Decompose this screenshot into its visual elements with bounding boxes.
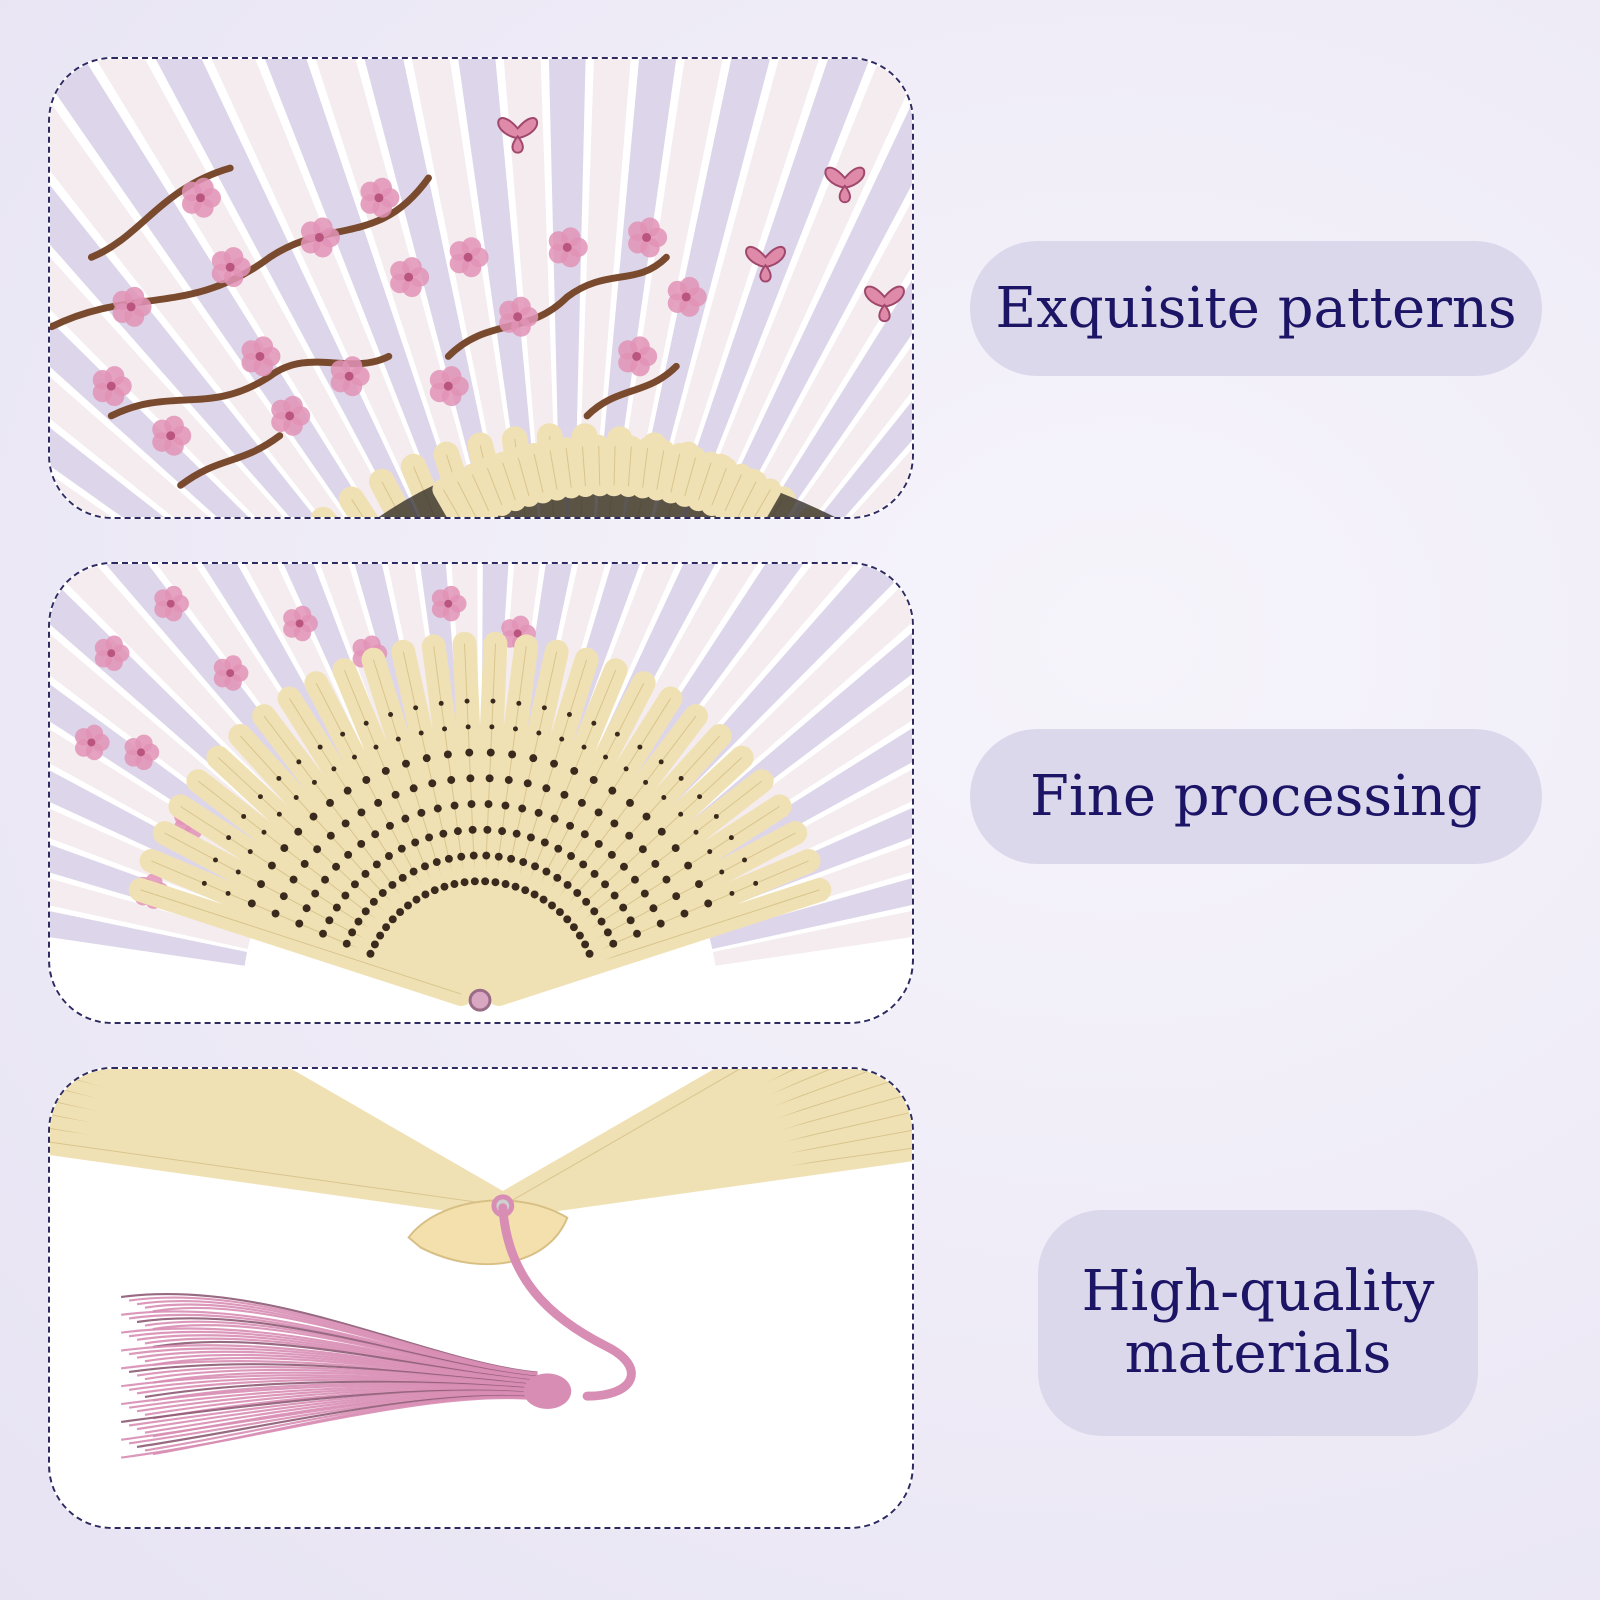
photo-fan-tassel xyxy=(48,1067,914,1529)
fan-leaf-illustration xyxy=(50,59,912,517)
feature-label-processing: Fine processing xyxy=(970,729,1542,864)
photo-fan-pattern xyxy=(48,57,914,519)
feature-text: Exquisite patterns xyxy=(995,275,1517,341)
feature-label-patterns: Exquisite patterns xyxy=(970,241,1542,376)
feature-label-materials: High-quality materials xyxy=(1038,1210,1478,1436)
fan-tassel-illustration xyxy=(50,1069,912,1527)
feature-text: materials xyxy=(1124,1321,1392,1386)
photo-fan-ribs xyxy=(48,562,914,1024)
feature-text: Fine processing xyxy=(1030,763,1482,829)
feature-text: High-quality xyxy=(1081,1259,1435,1325)
fan-ribs-illustration xyxy=(50,564,912,1022)
